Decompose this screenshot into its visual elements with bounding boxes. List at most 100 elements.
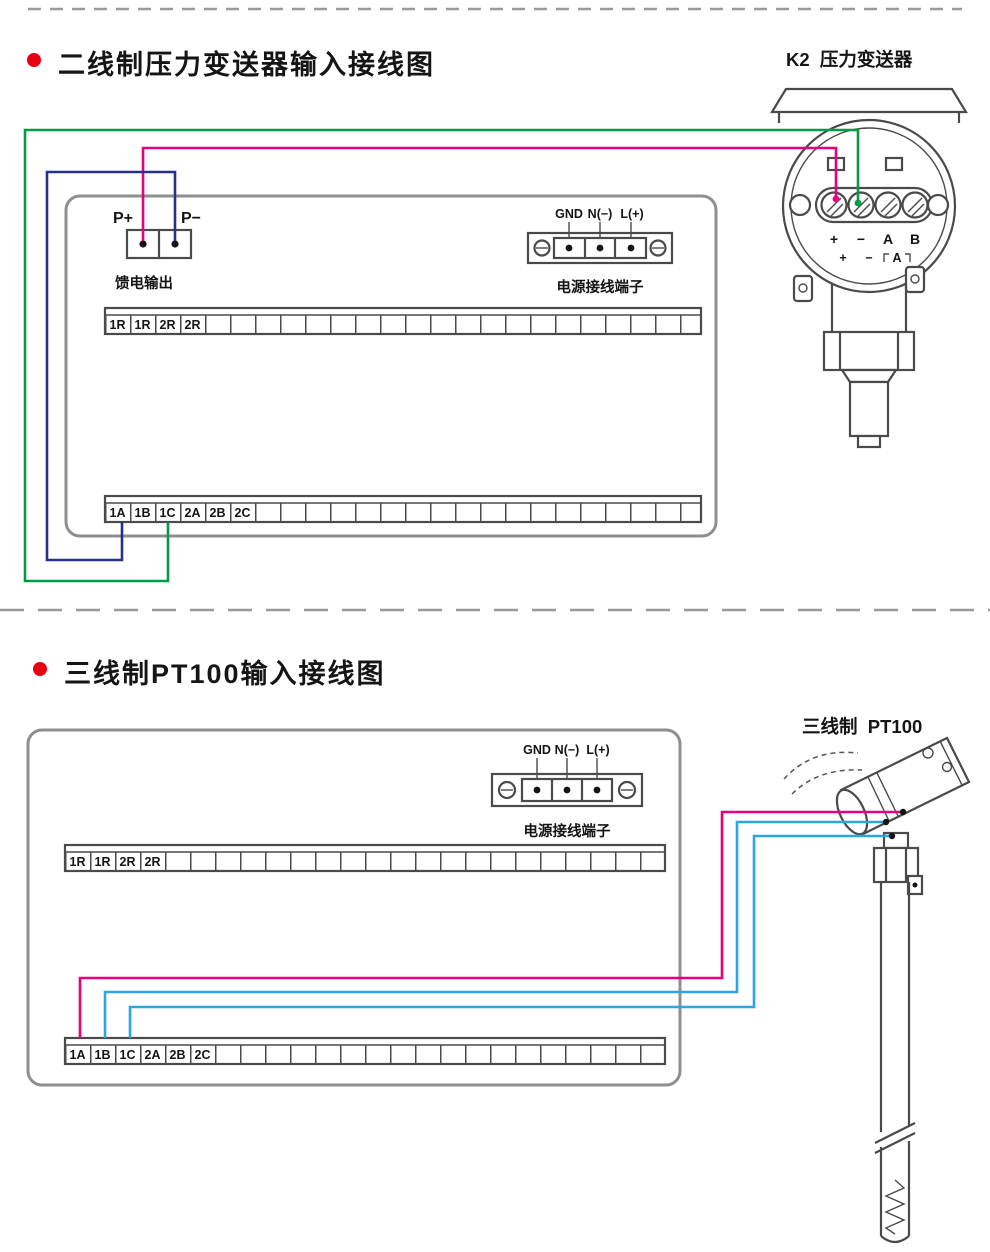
terminal-label-gnd: GND	[523, 743, 551, 757]
power-terminal-block-1: GND N(−) L(+) 电源接线端子	[526, 207, 674, 296]
strip-cells	[65, 852, 665, 871]
terminal-label-n: N(−)	[588, 207, 613, 221]
feed-label-p-minus: P−	[181, 210, 201, 227]
strip-cell-label: 2A	[185, 506, 201, 520]
wire-cyan-pt100-b	[103, 820, 884, 1038]
probe-break-mark	[874, 1122, 916, 1144]
taper	[839, 368, 899, 384]
strip-cell-label: 2A	[145, 1048, 161, 1062]
strip-cell-label: 1A	[110, 506, 126, 520]
strip-cell-label: 1B	[135, 506, 151, 520]
transmitter-terminal-label: A	[892, 251, 901, 265]
housing-lug	[792, 274, 814, 303]
strip-cell-label: 2R	[185, 318, 201, 332]
sensor-terminal-dot	[899, 808, 907, 816]
screw-icon	[497, 780, 517, 800]
wire-junction-dot	[854, 199, 862, 207]
head-collar-line	[867, 776, 890, 822]
terminal-point-n	[563, 786, 571, 794]
terminal-point-n	[596, 244, 604, 252]
sensor-terminal-dot	[882, 818, 890, 826]
screw-slot	[857, 203, 871, 217]
head-screw	[941, 761, 953, 773]
strip-cells	[65, 1045, 665, 1064]
label-bracket	[883, 253, 889, 262]
process-connection	[848, 380, 890, 438]
screw-slot	[907, 197, 923, 213]
relay-terminal-strip-2: 1R 1R 2R 2R	[63, 843, 667, 873]
strip-cell-label: 2R	[120, 855, 136, 869]
pt100-sensor-drawing	[783, 736, 971, 1244]
screw-icon	[533, 239, 551, 257]
mount-hole	[926, 193, 950, 217]
terminal-label-gnd: GND	[555, 207, 583, 221]
power-block-caption: 电源接线端子	[524, 822, 611, 840]
transmitter-terminal-label: +	[830, 231, 838, 247]
wires-section1	[23, 128, 862, 583]
pressure-transmitter-drawing: + − A B + − A	[770, 87, 968, 449]
label-bracket	[905, 253, 911, 262]
section2-bullet	[33, 662, 47, 676]
screw-icon	[617, 780, 637, 800]
transmitter-terminal-label: A	[883, 231, 893, 247]
clamp-screw-dot	[912, 882, 918, 888]
wire-green-loop	[23, 128, 860, 583]
rtd-element-zigzag	[884, 1179, 906, 1235]
terminal-label-n: N(−)	[555, 743, 580, 757]
screw-icon	[649, 239, 667, 257]
transmitter-terminal-label: +	[839, 251, 846, 265]
section1-title: 二线制压力变送器输入接线图	[58, 50, 435, 80]
power-block-caption: 电源接线端子	[557, 278, 644, 296]
strip-cell-label: 1R	[95, 855, 111, 869]
feed-terminal-point-minus	[171, 240, 179, 248]
strip-cell-label: 2R	[145, 855, 161, 869]
wire-magenta-supply	[141, 146, 838, 241]
terminal-point-gnd	[533, 786, 541, 794]
pt100-device-label: 三线制 PT100	[802, 716, 923, 737]
strip-cell-label: 2B	[210, 506, 226, 520]
instrument-panel-1	[64, 194, 718, 538]
transmitter-bracket	[770, 87, 968, 114]
strip-cell-label: 2C	[235, 506, 251, 520]
lid-dashed-outline	[791, 769, 863, 795]
strip-cell-label: 1B	[95, 1048, 111, 1062]
strip-cell-label: 1R	[70, 855, 86, 869]
head-collar-line	[876, 772, 899, 817]
screw-slot	[830, 203, 844, 217]
transmitter-terminal-label: B	[910, 231, 920, 247]
housing-lug	[904, 265, 926, 294]
strip-cell-label: 1C	[120, 1048, 136, 1062]
screw-slot	[880, 197, 896, 213]
pressure-port	[856, 434, 882, 449]
screw-slot	[884, 203, 898, 217]
section1-bullet	[27, 53, 41, 67]
strip-cell-label: 2R	[160, 318, 176, 332]
terminal-point-l	[593, 786, 601, 794]
terminal-point-gnd	[565, 244, 573, 252]
terminal-point-l	[627, 244, 635, 252]
strip-cell-label: 1R	[135, 318, 151, 332]
input-terminal-strip-1: 1A 1B 1C 2A 2B 2C	[103, 494, 703, 524]
strip-cell-label: 1A	[70, 1048, 86, 1062]
terminal-tag	[884, 156, 904, 172]
lug-hole	[798, 283, 808, 293]
screw-slot	[853, 197, 869, 213]
transmitter-device-label: K2 压力变送器	[786, 49, 913, 70]
section2-title: 三线制PT100输入接线图	[64, 659, 386, 689]
lid-dashed-outline	[783, 751, 859, 780]
mount-hole	[788, 193, 812, 217]
terminal-label-l: L(+)	[620, 207, 643, 221]
terminal-label-l: L(+)	[586, 743, 609, 757]
wire-magenta-pt100-a	[78, 810, 901, 1038]
relay-terminal-strip-1: 1R 1R 2R 2R	[103, 306, 703, 336]
feed-output-caption: 馈电输出	[115, 274, 173, 292]
strip-cell-label: 1R	[110, 318, 126, 332]
screw-slot	[911, 203, 925, 217]
probe-tip	[880, 1235, 910, 1244]
transmitter-terminal-label: −	[865, 251, 872, 265]
head-screw	[922, 747, 934, 759]
feed-terminal-point-plus	[139, 240, 147, 248]
feed-label-p-plus: P+	[113, 210, 133, 227]
wire-junction-dot	[832, 195, 840, 203]
